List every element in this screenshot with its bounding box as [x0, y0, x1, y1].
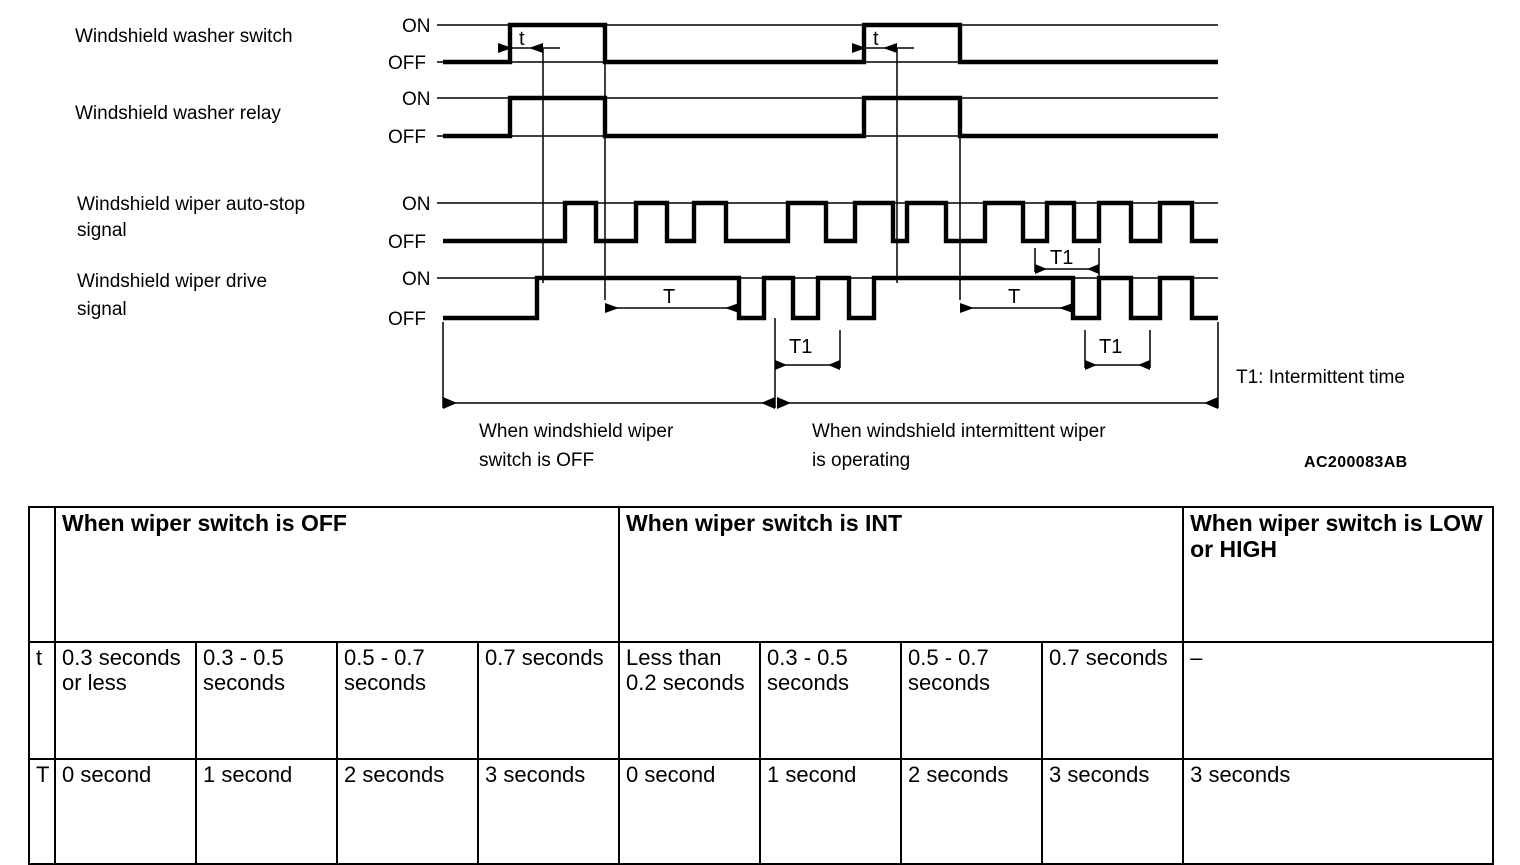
- waveform-autostop-signal: [443, 200, 1218, 244]
- dimension-t-second: t: [852, 28, 914, 53]
- cell-T-int-1: 1 second: [759, 758, 903, 865]
- header-key-cell: [28, 506, 56, 643]
- dimension-T1-lower-left: T1: [774, 318, 841, 370]
- cell-t-off-0: 0.3 seconds or less: [54, 641, 197, 760]
- legend-t1: T1: Intermittent time: [1236, 367, 1405, 388]
- dimension-label-t1: t: [519, 28, 525, 50]
- table-row-T: T 0 second 1 second 2 seconds 3 seconds …: [28, 758, 1495, 865]
- cell-T-int-2: 2 seconds: [900, 758, 1044, 865]
- cell-T-int-0: 0 second: [618, 758, 762, 865]
- cell-T-off-3: 3 seconds: [476, 758, 621, 865]
- cell-t-off-2: 0.5 - 0.7 seconds: [336, 641, 479, 760]
- dimension-label-T2: T: [1008, 286, 1020, 308]
- header-wiper-int: When wiper switch is INT: [618, 506, 1185, 643]
- dimension-label-t2: t: [873, 28, 879, 50]
- cell-t-off-3: 0.7 seconds: [476, 641, 621, 760]
- header-wiper-off: When wiper switch is OFF: [53, 506, 621, 643]
- phase-caption-off-line1: When windshield wiper: [479, 421, 674, 442]
- table-header-row: When wiper switch is OFF When wiper swit…: [28, 506, 1495, 643]
- dimension-T-second: T: [960, 286, 1073, 313]
- axis-on-drive: ON: [402, 269, 431, 290]
- dimension-label-T1-right: T1: [1099, 336, 1122, 358]
- cell-t-int-0: Less than 0.2 seconds: [618, 641, 762, 760]
- table-row-t: t 0.3 seconds or less 0.3 - 0.5 seconds …: [28, 641, 1495, 760]
- signal-label-autostop-line2: signal: [77, 220, 127, 241]
- waveform-washer-switch: [443, 22, 1218, 65]
- signal-label-washer-switch: Windshield washer switch: [75, 26, 293, 47]
- signal-label-autostop-line1: Windshield wiper auto-stop: [77, 194, 305, 215]
- cell-t-lowhigh: –: [1182, 641, 1495, 760]
- signal-label-drive-line2: signal: [77, 299, 127, 320]
- signal-label-washer-relay: Windshield washer relay: [75, 103, 281, 124]
- cell-T-int-3: 3 seconds: [1041, 758, 1185, 865]
- axis-on-washer-relay: ON: [402, 89, 431, 110]
- row-key-t: t: [28, 641, 56, 760]
- phase-caption-int-line1: When windshield intermittent wiper: [812, 421, 1106, 442]
- axis-off-drive: OFF: [388, 309, 426, 330]
- waveform-drive-signal: [443, 275, 1218, 321]
- cell-T-off-0: 0 second: [54, 758, 197, 865]
- spec-table: When wiper switch is OFF When wiper swit…: [28, 506, 1495, 865]
- cell-T-lowhigh: 3 seconds: [1182, 758, 1495, 865]
- dimension-T1-upper: T1: [1034, 247, 1100, 278]
- cell-t-int-3: 0.7 seconds: [1041, 641, 1185, 760]
- axis-off-washer-relay: OFF: [388, 127, 426, 148]
- waveform-washer-relay: [443, 95, 1218, 139]
- signal-label-drive-line1: Windshield wiper drive: [77, 271, 267, 292]
- cell-t-int-2: 0.5 - 0.7 seconds: [900, 641, 1044, 760]
- phase-span-wiper-off: [442, 322, 776, 409]
- timing-diagram: Windshield washer switch Windshield wash…: [75, 16, 1408, 471]
- cell-t-int-1: 0.3 - 0.5 seconds: [759, 641, 903, 760]
- axis-off-autostop: OFF: [388, 232, 426, 253]
- header-wiper-low-high: When wiper switch is LOW or HIGH: [1182, 506, 1495, 643]
- cell-T-off-1: 1 second: [195, 758, 338, 865]
- figure-id: AC200083AB: [1304, 454, 1408, 471]
- phase-caption-off-line2: switch is OFF: [479, 450, 594, 471]
- cell-T-off-2: 2 seconds: [336, 758, 479, 865]
- dimension-label-T1: T: [663, 286, 675, 308]
- cell-t-off-1: 0.3 - 0.5 seconds: [195, 641, 338, 760]
- axis-on-washer-switch: ON: [402, 16, 431, 37]
- axis-on-autostop: ON: [402, 194, 431, 215]
- dimension-label-T1-left: T1: [789, 336, 812, 358]
- axis-off-washer-switch: OFF: [388, 53, 426, 74]
- phase-caption-int-line2: is operating: [812, 450, 910, 471]
- dimension-label-T1-upper: T1: [1050, 247, 1073, 269]
- row-key-T: T: [28, 758, 56, 865]
- dimension-t-first: t: [498, 28, 560, 53]
- phase-span-intermittent: [777, 322, 1219, 409]
- dimension-T-first: T: [605, 286, 739, 313]
- dimension-T1-lower-right: T1: [1084, 330, 1151, 370]
